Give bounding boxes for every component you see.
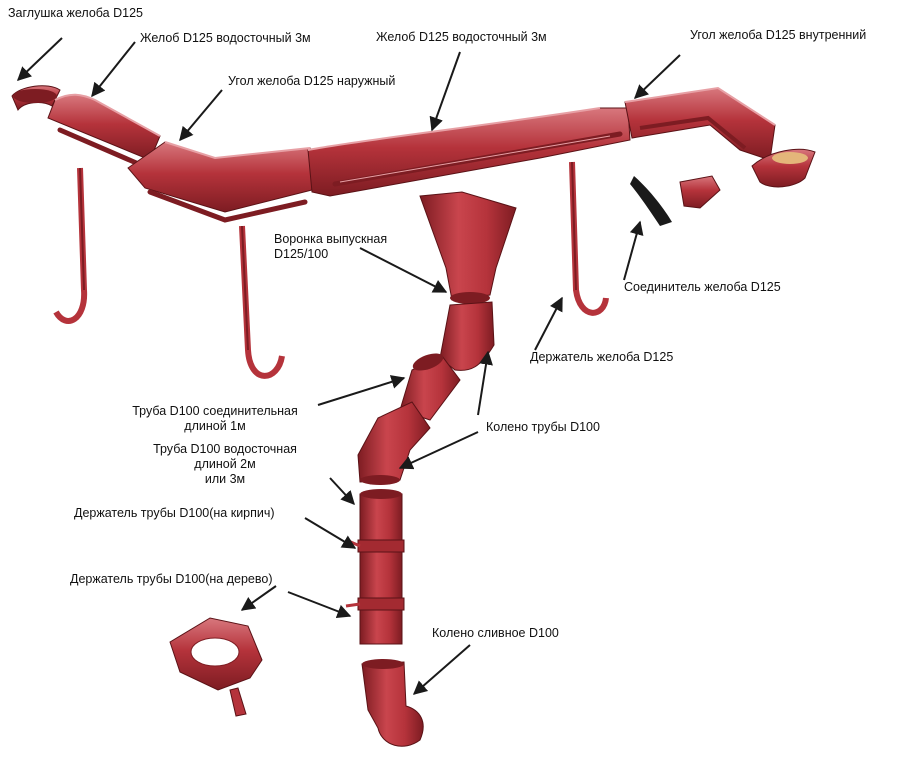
arrow-drain-elbow (412, 644, 471, 695)
label-holder-brick: Держатель трубы D100(на кирпич) (74, 506, 275, 520)
arrow-holder-wood-2 (240, 585, 277, 611)
arrow-inner-corner (633, 54, 681, 99)
arrow-holder-brick (304, 517, 357, 549)
label-drain-elbow: Колено сливное D100 (432, 626, 559, 640)
label-gutter-holder: Держатель желоба D125 (530, 350, 674, 364)
pipe-elbow-bottom-part (357, 401, 431, 485)
gutter-cap-right-part (751, 148, 816, 188)
arrow-pipe-elbow-bottom (398, 431, 479, 470)
gutter-inner-corner-part (624, 86, 776, 161)
arrow-gutter-connector (623, 220, 644, 281)
arrow-holder-wood-1 (287, 591, 352, 618)
funnel-part (419, 191, 517, 304)
label-gutter-cap: Заглушка желоба D125 (8, 6, 143, 20)
arrow-pipe-connector (317, 375, 406, 406)
gutter-holder-part-2 (239, 225, 285, 379)
gutter-outer-corner-part (127, 141, 313, 223)
gutter-connector-part (630, 175, 721, 226)
arrow-gutter-left (91, 41, 136, 98)
drain-pipe-part (345, 489, 405, 645)
label-funnel: Воронка выпускная D125/100 (274, 232, 388, 261)
arrow-outer-corner (179, 89, 223, 142)
gutter-holder-part-1 (53, 167, 88, 324)
label-pipe-drain: Труба D100 водосточная длиной 2м или 3м (153, 442, 297, 486)
label-inner-corner: Угол желоба D125 внутренний (690, 28, 867, 42)
gutter-holder-part-3 (569, 161, 609, 316)
arrow-pipe-elbow-top (477, 350, 493, 416)
callout-arrows (16, 37, 681, 695)
arrow-gutter-cap (16, 37, 63, 81)
arrow-funnel (359, 247, 448, 293)
label-pipe-connector: Труба D100 соединительная длиной 1м (132, 404, 298, 433)
label-gutter-right: Желоб D125 водосточный 3м (376, 30, 547, 44)
label-gutter-left: Желоб D125 водосточный 3м (140, 31, 311, 45)
label-outer-corner: Угол желоба D125 наружный (228, 74, 396, 88)
arrow-gutter-right (429, 51, 461, 132)
drain-elbow-part (361, 659, 424, 747)
label-holder-wood: Держатель трубы D100(на дерево) (70, 572, 273, 586)
gutter-right-part (307, 107, 631, 197)
label-gutter-connector: Соединитель желоба D125 (624, 280, 781, 294)
label-pipe-elbow: Колено трубы D100 (486, 420, 600, 434)
pipe-holder-wood-part (169, 617, 263, 717)
arrow-gutter-holder (534, 296, 563, 351)
arrow-pipe-drain (329, 477, 355, 506)
pipe-connector-part (399, 353, 461, 421)
gutter-cap-part (11, 85, 61, 111)
